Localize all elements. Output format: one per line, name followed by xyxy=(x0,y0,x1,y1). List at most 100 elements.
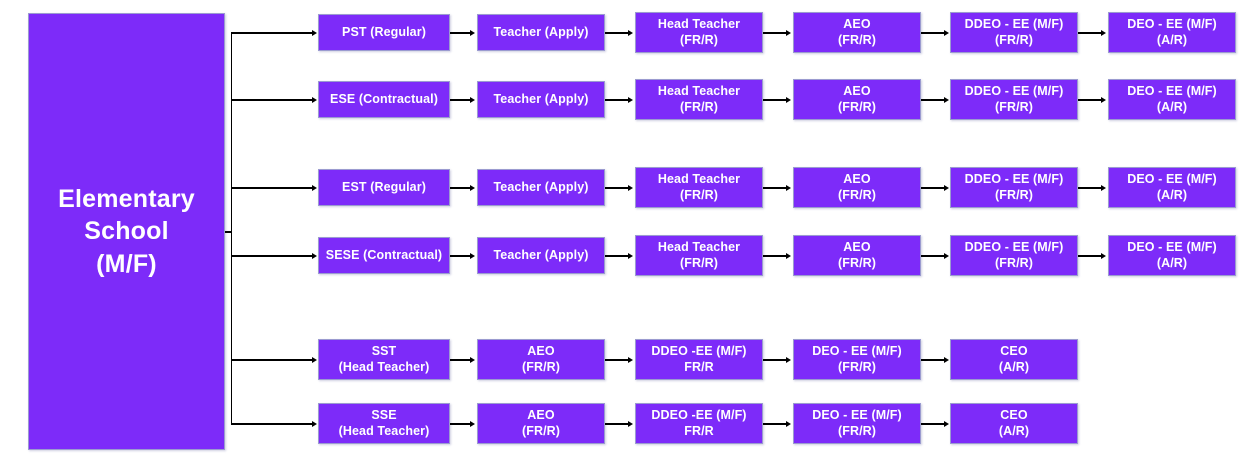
node-ddeo-ee[interactable]: DDEO - EE (M/F) (FR/R) xyxy=(950,167,1078,208)
node-line-1: Head Teacher xyxy=(657,16,741,31)
node-ddeo-ee[interactable]: DDEO - EE (M/F) (FR/R) xyxy=(950,79,1078,120)
link-r2-c2-c3 xyxy=(605,99,630,101)
node-ceo[interactable]: CEO (A/R) xyxy=(950,403,1078,444)
node-head-teacher[interactable]: Head Teacher (FR/R) xyxy=(635,167,763,208)
node-sse-head-teacher[interactable]: SSE (Head Teacher) xyxy=(318,403,450,444)
node-line-2: (FR/R) xyxy=(837,32,877,47)
link-arrow-r4-c3-c4 xyxy=(786,252,791,259)
node-deo-ee[interactable]: DEO - EE (M/F) (FR/R) xyxy=(793,403,921,444)
node-line-1: DEO - EE (M/F) xyxy=(1127,239,1217,254)
node-line-1: DEO - EE (M/F) xyxy=(812,343,902,358)
branch-arrow-row-3 xyxy=(312,184,317,191)
node-teacher-apply[interactable]: Teacher (Apply) xyxy=(477,81,605,118)
node-line-1: DDEO - EE (M/F) xyxy=(964,83,1064,98)
root-trunk-vertical xyxy=(230,33,233,424)
node-line-1: AEO xyxy=(843,16,871,31)
node-deo-ee[interactable]: DEO - EE (M/F) (A/R) xyxy=(1108,79,1236,120)
link-r2-c1-c2 xyxy=(450,99,472,101)
link-r1-c1-c2 xyxy=(450,32,472,34)
link-r3-c2-c3 xyxy=(605,187,630,189)
node-line-2: (FR/R) xyxy=(994,255,1034,270)
root-line-3: (M/F) xyxy=(96,249,157,278)
link-r1-c5-c6 xyxy=(1078,32,1103,34)
link-arrow-r1-c2-c3 xyxy=(628,29,633,36)
node-line-1: Teacher (Apply) xyxy=(493,179,589,194)
link-arrow-r2-c1-c2 xyxy=(470,96,475,103)
node-deo-ee[interactable]: DEO - EE (M/F) (A/R) xyxy=(1108,167,1236,208)
node-aeo[interactable]: AEO (FR/R) xyxy=(793,12,921,53)
link-r1-c3-c4 xyxy=(763,32,788,34)
node-aeo[interactable]: AEO (FR/R) xyxy=(477,339,605,380)
node-aeo[interactable]: AEO (FR/R) xyxy=(793,167,921,208)
node-line-2: (A/R) xyxy=(998,423,1030,438)
link-arrow-r5-c4-c5 xyxy=(944,356,949,363)
node-deo-ee[interactable]: DEO - EE (M/F) (A/R) xyxy=(1108,12,1236,53)
link-r5-c3-c4 xyxy=(763,359,788,361)
link-arrow-r1-c1-c2 xyxy=(470,29,475,36)
node-line-2: FR/R xyxy=(684,423,714,438)
node-elementary-school[interactable]: Elementary School (M/F) xyxy=(28,13,225,450)
node-line-1: Head Teacher xyxy=(657,239,741,254)
link-r4-c5-c6 xyxy=(1078,255,1103,257)
branch-line-row-6 xyxy=(231,423,314,425)
link-r4-c3-c4 xyxy=(763,255,788,257)
link-r3-c5-c6 xyxy=(1078,187,1103,189)
link-r2-c3-c4 xyxy=(763,99,788,101)
branch-line-row-4 xyxy=(231,255,314,257)
link-arrow-r2-c3-c4 xyxy=(786,96,791,103)
node-line-2: (A/R) xyxy=(1156,187,1188,202)
node-line-1: AEO xyxy=(843,171,871,186)
link-r6-c3-c4 xyxy=(763,423,788,425)
node-deo-ee[interactable]: DEO - EE (M/F) (A/R) xyxy=(1108,235,1236,276)
link-arrow-r4-c1-c2 xyxy=(470,252,475,259)
node-line-1: PST (Regular) xyxy=(342,24,426,39)
link-arrow-r6-c4-c5 xyxy=(944,420,949,427)
link-r5-c4-c5 xyxy=(921,359,946,361)
node-pst-regular[interactable]: PST (Regular) xyxy=(318,14,450,51)
node-teacher-apply[interactable]: Teacher (Apply) xyxy=(477,14,605,51)
node-sese-contractual[interactable]: SESE (Contractual) xyxy=(318,237,450,274)
node-aeo[interactable]: AEO (FR/R) xyxy=(793,79,921,120)
node-est-regular[interactable]: EST (Regular) xyxy=(318,169,450,206)
node-ddeo-ee[interactable]: DDEO - EE (M/F) (FR/R) xyxy=(950,12,1078,53)
node-line-2: (FR/R) xyxy=(679,255,719,270)
node-ddeo-ee[interactable]: DDEO -EE (M/F) FR/R xyxy=(635,339,763,380)
link-r5-c1-c2 xyxy=(450,359,472,361)
node-line-2: (FR/R) xyxy=(679,187,719,202)
node-line-1: DEO - EE (M/F) xyxy=(1127,16,1217,31)
node-line-1: CEO xyxy=(1000,343,1028,358)
branch-line-row-3 xyxy=(231,187,314,189)
link-arrow-r3-c4-c5 xyxy=(944,184,949,191)
node-head-teacher[interactable]: Head Teacher (FR/R) xyxy=(635,12,763,53)
node-sst-head-teacher[interactable]: SST (Head Teacher) xyxy=(318,339,450,380)
node-line-2: (FR/R) xyxy=(994,99,1034,114)
node-deo-ee[interactable]: DEO - EE (M/F) (FR/R) xyxy=(793,339,921,380)
branch-arrow-row-2 xyxy=(312,96,317,103)
node-line-2: (A/R) xyxy=(1156,32,1188,47)
node-aeo[interactable]: AEO (FR/R) xyxy=(477,403,605,444)
node-line-2: (FR/R) xyxy=(837,423,877,438)
node-line-1: Head Teacher xyxy=(657,171,741,186)
node-ceo[interactable]: CEO (A/R) xyxy=(950,339,1078,380)
branch-line-row-5 xyxy=(231,359,314,361)
node-line-1: Teacher (Apply) xyxy=(493,247,589,262)
node-line-2: (FR/R) xyxy=(837,255,877,270)
node-ddeo-ee[interactable]: DDEO -EE (M/F) FR/R xyxy=(635,403,763,444)
node-ese-contractual[interactable]: ESE (Contractual) xyxy=(318,81,450,118)
node-line-1: CEO xyxy=(1000,407,1028,422)
node-teacher-apply[interactable]: Teacher (Apply) xyxy=(477,169,605,206)
node-line-1: SESE (Contractual) xyxy=(325,247,443,262)
node-line-1: DEO - EE (M/F) xyxy=(812,407,902,422)
node-line-2: (FR/R) xyxy=(994,187,1034,202)
link-r3-c3-c4 xyxy=(763,187,788,189)
branch-arrow-row-4 xyxy=(312,252,317,259)
link-arrow-r6-c2-c3 xyxy=(628,420,633,427)
node-head-teacher[interactable]: Head Teacher (FR/R) xyxy=(635,235,763,276)
node-ddeo-ee[interactable]: DDEO - EE (M/F) (FR/R) xyxy=(950,235,1078,276)
node-head-teacher[interactable]: Head Teacher (FR/R) xyxy=(635,79,763,120)
node-line-1: DEO - EE (M/F) xyxy=(1127,171,1217,186)
link-arrow-r4-c5-c6 xyxy=(1101,252,1106,259)
node-aeo[interactable]: AEO (FR/R) xyxy=(793,235,921,276)
link-r2-c5-c6 xyxy=(1078,99,1103,101)
node-teacher-apply[interactable]: Teacher (Apply) xyxy=(477,237,605,274)
